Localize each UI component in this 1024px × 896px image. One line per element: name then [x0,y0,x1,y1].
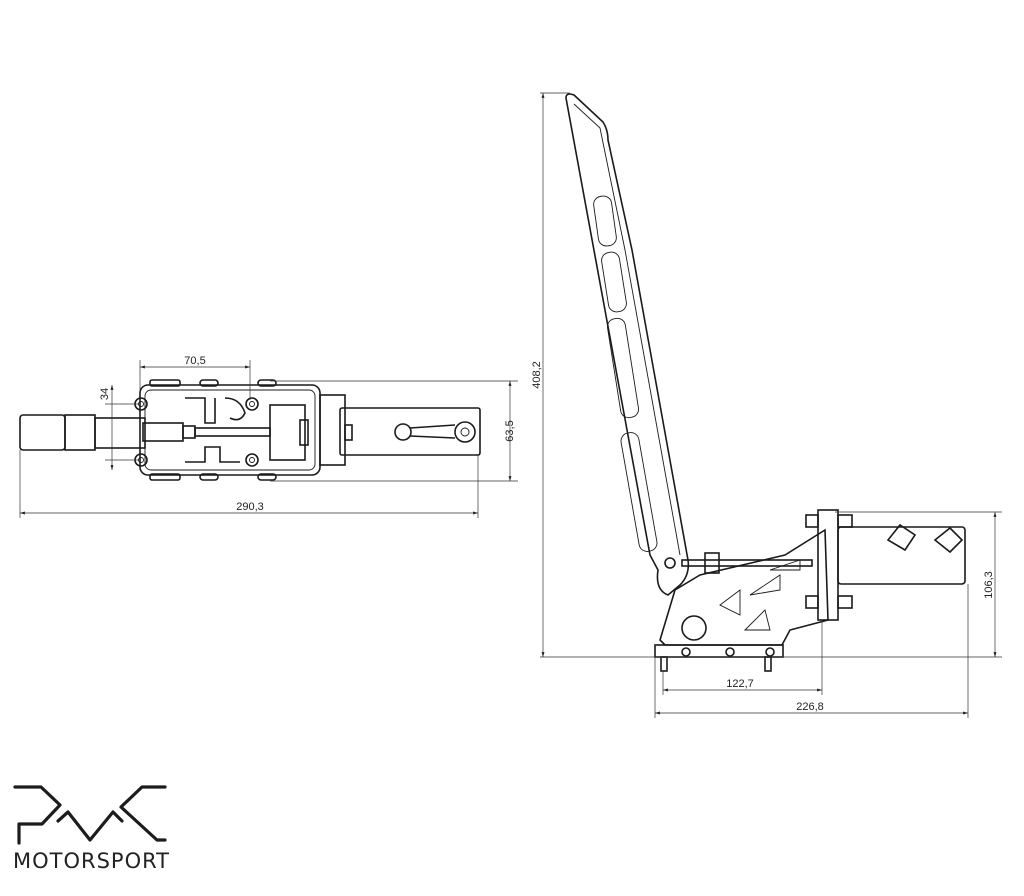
base-plate [654,644,784,658]
pmc-logo: MOTORSPORT [13,785,170,873]
dim-226-8: 226,8 [796,701,824,713]
side-view: 408,2 106,3 122,7 226,8 [531,92,1002,718]
base-bracket [659,528,829,646]
shaft [94,417,146,449]
lever-arm [565,93,690,596]
dim-290-3: 290,3 [236,501,264,513]
pushrod [681,559,813,567]
dim-70-5: 70,5 [184,355,205,367]
dim-408-2: 408,2 [531,361,543,389]
piston-rod-end [142,422,184,442]
fitting-inlet [394,423,412,441]
logo-brand-text: MOTORSPORT [13,849,170,873]
dim-122-7: 122,7 [726,678,754,690]
dim-63-5: 63,5 [504,420,516,441]
piston-rod [194,427,271,437]
dim-106-3: 106,3 [983,571,995,599]
top-view: 70,5 34 63,5 290,3 [19,355,518,518]
side-master-cylinder [837,526,966,585]
dim-34: 34 [99,388,111,400]
fitting-outlet [454,421,476,443]
master-cylinder [339,407,481,456]
handle-grip [19,414,66,451]
handle-grip-section [64,414,96,451]
